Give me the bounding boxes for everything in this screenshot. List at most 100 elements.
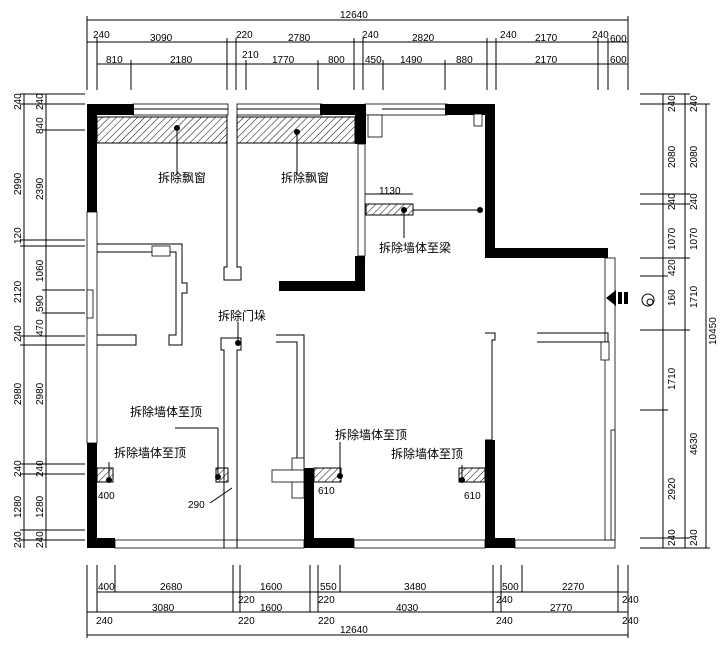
dim-left: 240: [13, 531, 24, 548]
dim-top: 1490: [400, 55, 423, 66]
label-remove-bay-window: 拆除飘窗: [158, 170, 206, 185]
dim-right: 1070: [667, 227, 678, 250]
dim-top: 810: [106, 55, 123, 66]
dim-wall: 290: [188, 500, 205, 511]
label-remove-wall-to-beam: 拆除墙体至梁: [379, 240, 451, 255]
dim-right: 2080: [667, 145, 678, 168]
walls: [86, 103, 616, 549]
dim-bottom: 3480: [404, 582, 427, 593]
dim-left: 1060: [35, 259, 46, 282]
dim-bottom: 1600: [260, 582, 283, 593]
dim-top: 210: [242, 50, 259, 61]
dim-bottom: 220: [318, 595, 335, 606]
dim-bottom: 1600: [260, 603, 283, 614]
dim-top: 600: [610, 34, 627, 45]
right-dimensions: 240 2080 240 1070 420 160 1710 2920 240 …: [640, 93, 719, 549]
dim-top: 880: [456, 55, 473, 66]
dim-bottom: 2770: [550, 603, 573, 614]
dim-bottom: 550: [320, 582, 337, 593]
dim-right: 240: [689, 193, 700, 210]
dim-bottom: 240: [496, 616, 513, 627]
dim-right: 240: [667, 193, 678, 210]
label-remove-wall-to-ceiling: 拆除墙体至顶: [335, 427, 407, 442]
wall-segment: [313, 467, 342, 483]
dim-bottom-total: 12640: [340, 625, 368, 636]
dim-right: 240: [667, 529, 678, 546]
dim-right: 240: [667, 95, 678, 112]
dim-left: 240: [13, 325, 24, 342]
demolition-areas: [96, 116, 486, 483]
dim-right: 1710: [667, 367, 678, 390]
dim-left: 240: [13, 460, 24, 477]
dim-bottom: 2270: [562, 582, 585, 593]
dim-top: 220: [236, 30, 253, 41]
dim-right: 2920: [667, 477, 678, 500]
bay-window-1: [96, 116, 228, 144]
dim-bottom: 500: [502, 582, 519, 593]
dim-bottom: 2680: [160, 582, 183, 593]
dim-left: 590: [35, 295, 46, 312]
dim-left: 2980: [13, 382, 24, 405]
dim-left: 240: [13, 93, 24, 110]
dim-right-total: 10450: [708, 317, 719, 345]
dim-top: 240: [500, 30, 517, 41]
dim-beam-width: 1130: [379, 186, 401, 197]
label-remove-door-pier: 拆除门垛: [218, 308, 266, 323]
dim-bottom: 240: [622, 595, 639, 606]
left-dimensions: 240 2990 120 2120 240 2980 240 1280 240 …: [13, 93, 85, 548]
dim-top: 3090: [150, 33, 173, 44]
label-remove-wall-to-ceiling: 拆除墙体至顶: [391, 446, 463, 461]
dim-right: 420: [667, 259, 678, 276]
top-dimensions: 12640 240 3090 220 2780 240 2820 240 217…: [86, 10, 629, 90]
entrance-door-icon: [606, 290, 655, 307]
wall-segment: [458, 467, 486, 483]
label-remove-wall-to-ceiling: 拆除墙体至顶: [130, 404, 202, 419]
dim-left: 2980: [35, 382, 46, 405]
dim-bottom: 240: [622, 616, 639, 627]
dim-left: 2390: [35, 177, 46, 200]
label-remove-bay-window: 拆除飘窗: [281, 170, 329, 185]
dim-bottom: 220: [238, 616, 255, 627]
dim-left: 120: [13, 227, 24, 244]
dim-top: 2170: [535, 33, 558, 44]
bottom-dimensions: 400 2680 1600 550 3480 500 2270 220 220 …: [86, 565, 639, 638]
dim-right: 240: [689, 529, 700, 546]
dim-top: 450: [365, 55, 382, 66]
leader-lines: [106, 125, 483, 504]
dim-top: 2820: [412, 33, 435, 44]
dim-bottom: 240: [96, 616, 113, 627]
dim-left: 240: [35, 93, 46, 110]
dim-bottom: 220: [238, 595, 255, 606]
dim-left: 240: [35, 460, 46, 477]
dim-right: 4630: [689, 432, 700, 455]
dim-top: 800: [328, 55, 345, 66]
dim-top: 1770: [272, 55, 295, 66]
dim-bottom: 240: [496, 595, 513, 606]
dim-right: 240: [689, 95, 700, 112]
dim-top: 2180: [170, 55, 193, 66]
dim-left: 2120: [13, 280, 24, 303]
annotations: 拆除飘窗 拆除飘窗 拆除墙体至梁 拆除门垛 拆除墙体至顶 拆除墙体至顶 拆除墙体…: [98, 170, 481, 511]
dim-right: 1710: [689, 285, 700, 308]
dim-top: 600: [610, 55, 627, 66]
dim-left: 1280: [35, 495, 46, 518]
dim-right: 160: [667, 289, 678, 306]
dim-left: 1280: [13, 495, 24, 518]
label-remove-wall-to-ceiling: 拆除墙体至顶: [114, 445, 186, 460]
dim-bottom: 220: [318, 616, 335, 627]
dim-top: 2170: [535, 55, 558, 66]
dim-bottom: 4030: [396, 603, 419, 614]
dim-left: 240: [35, 531, 46, 548]
dim-left: 840: [35, 117, 46, 134]
dim-top: 240: [93, 30, 110, 41]
dim-right: 2080: [689, 145, 700, 168]
dim-top: 2780: [288, 33, 311, 44]
dim-wall: 610: [464, 491, 481, 502]
dim-left: 2990: [13, 172, 24, 195]
dim-top-total: 12640: [340, 10, 368, 21]
dim-top: 240: [362, 30, 379, 41]
dim-wall: 400: [98, 491, 115, 502]
dim-left: 470: [35, 319, 46, 336]
dim-right: 1070: [689, 227, 700, 250]
